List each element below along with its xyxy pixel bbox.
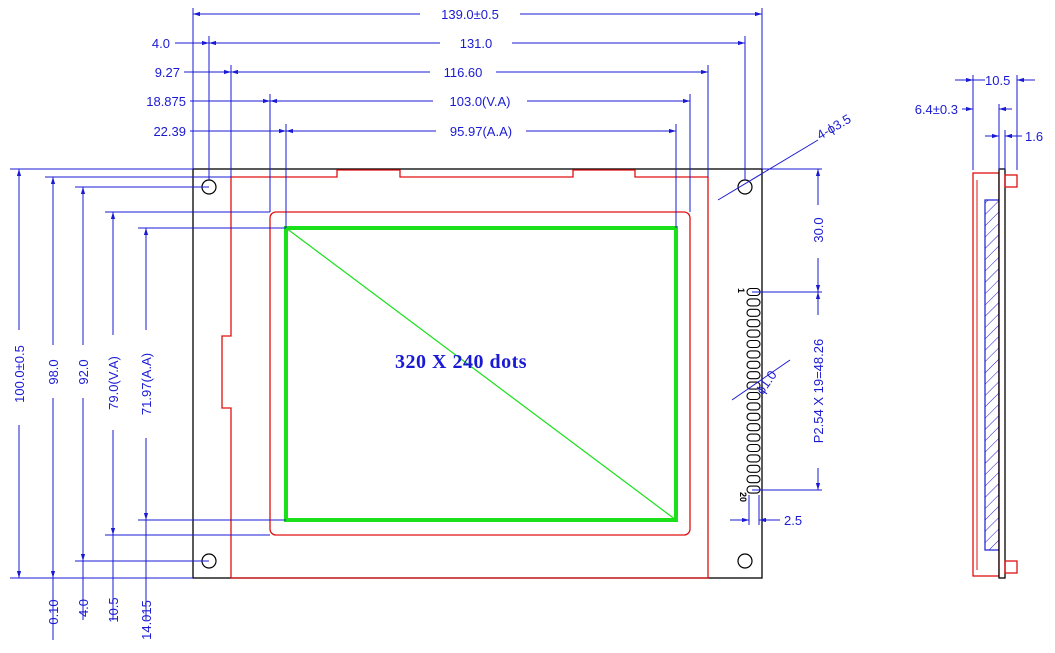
connector-pin: [746, 443, 761, 453]
side-dimensions: [955, 75, 1035, 170]
side-dim-pcb: 1.6: [1025, 129, 1043, 144]
top-dimensions: [175, 8, 819, 228]
connector-pin: [746, 391, 761, 401]
offset-active-area-bottom: 14.015: [139, 600, 154, 640]
connector-pin: [746, 339, 761, 349]
connector-pin: [746, 433, 761, 442]
resolution-caption: 320 X 240 dots: [395, 351, 527, 373]
connector-pin: [746, 402, 761, 411]
dim-view-area-width: 103.0(V.A): [450, 94, 511, 109]
pin-first-label: 1: [736, 288, 746, 293]
active-area-outline: [284, 226, 678, 522]
connector-pin: [746, 475, 761, 484]
offset-hole-bottom: 4.0: [76, 599, 91, 617]
connector-pin: [746, 464, 761, 473]
mounting-hole-icon: [737, 553, 753, 569]
mounting-hole-spec: 4-ϕ3.5: [814, 111, 853, 142]
dim-connector-pitch: P2.54 X 19=48.26: [811, 339, 826, 443]
pin-last-label: 20: [738, 492, 748, 502]
side-glass-hatch: [984, 199, 1000, 551]
offset-hole-left: 4.0: [152, 36, 170, 51]
offset-bezel-left: 9.27: [155, 65, 180, 80]
left-dimensions: [10, 168, 286, 640]
connector-pin: [746, 412, 761, 421]
offset-pcb-bottom: 0.10: [46, 599, 61, 624]
connector-pin: [746, 319, 761, 328]
connector-pin: [746, 454, 761, 463]
dim-hole-pitch-height: 92.0: [76, 359, 91, 384]
offset-view-area-left: 18.875: [146, 94, 186, 109]
side-view: [972, 168, 1018, 579]
dim-connector-edge: 2.5: [784, 513, 802, 528]
dim-view-area-height: 79.0(V.A): [106, 356, 121, 410]
side-pcb: [998, 168, 1006, 579]
side-dim-module: 6.4±0.3: [915, 102, 958, 117]
connector-pin: [746, 371, 761, 380]
connector-pin: [746, 360, 761, 369]
connector-pins: [746, 287, 761, 494]
dim-active-area-height: 71.97(A.A): [139, 353, 154, 415]
dim-active-area-width: 95.97(A.A): [450, 124, 512, 139]
side-dim-total: 10.5: [985, 73, 1010, 88]
connector-pin: [746, 381, 761, 390]
connector-dimensions: [730, 168, 822, 525]
dim-hole-pitch-width: 131.0: [460, 36, 493, 51]
active-area-diagonal: [285, 227, 677, 521]
side-tab: [1004, 174, 1018, 188]
connector-pin: [746, 423, 761, 432]
dim-connector-offset: 30.0: [811, 217, 826, 242]
side-tab: [1004, 560, 1018, 574]
offset-active-area-left: 22.39: [153, 124, 186, 139]
dim-pcb-height: 98.0: [46, 359, 61, 384]
offset-view-area-bottom: 10.5: [106, 597, 121, 622]
view-area-outline: [269, 211, 691, 536]
dim-bezel-width: 116.60: [444, 65, 483, 80]
connector-pin: [746, 308, 761, 317]
front-view: 320 X 240 dots 1 20: [192, 168, 763, 579]
connector-pin: [746, 298, 761, 307]
connector-pin: [746, 350, 761, 359]
dim-overall-width: 139.0±0.5: [441, 7, 499, 22]
connector-pin: [746, 329, 761, 338]
dim-overall-height: 100.0±0.5: [12, 345, 27, 403]
bezel-outline: [221, 169, 709, 579]
